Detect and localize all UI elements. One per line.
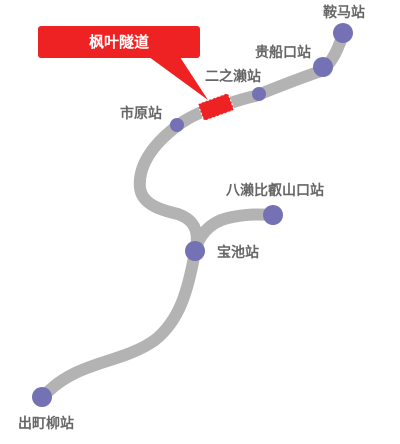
station-demachiyanagi[interactable] bbox=[32, 387, 52, 407]
station-ichihara[interactable] bbox=[170, 118, 184, 132]
callout-box bbox=[38, 26, 200, 58]
station-label-yase: 八濑比叡山口站 bbox=[225, 182, 324, 199]
station-label-kurama: 鞍马站 bbox=[323, 4, 365, 21]
main-line-track bbox=[133, 28, 349, 258]
branch-line-track bbox=[189, 208, 278, 258]
station-ninose[interactable] bbox=[252, 87, 266, 101]
station-label-ninose: 二之濑站 bbox=[205, 68, 261, 85]
station-kurama[interactable] bbox=[333, 23, 353, 43]
station-takaragaike[interactable] bbox=[185, 241, 205, 261]
maple-tunnel-segment bbox=[197, 93, 235, 121]
station-yase[interactable] bbox=[263, 205, 283, 225]
station-label-kibuneguchi: 贵船口站 bbox=[255, 44, 311, 61]
station-kibuneguchi[interactable] bbox=[313, 57, 333, 77]
station-label-demachiyanagi: 出町柳站 bbox=[18, 415, 74, 432]
station-label-takaragaike: 宝池站 bbox=[217, 244, 259, 261]
callout-label: 枫叶隧道 bbox=[89, 33, 149, 51]
trunk-line-track bbox=[36, 246, 201, 404]
callout-pointer bbox=[145, 54, 208, 100]
station-label-ichihara: 市原站 bbox=[120, 105, 162, 122]
